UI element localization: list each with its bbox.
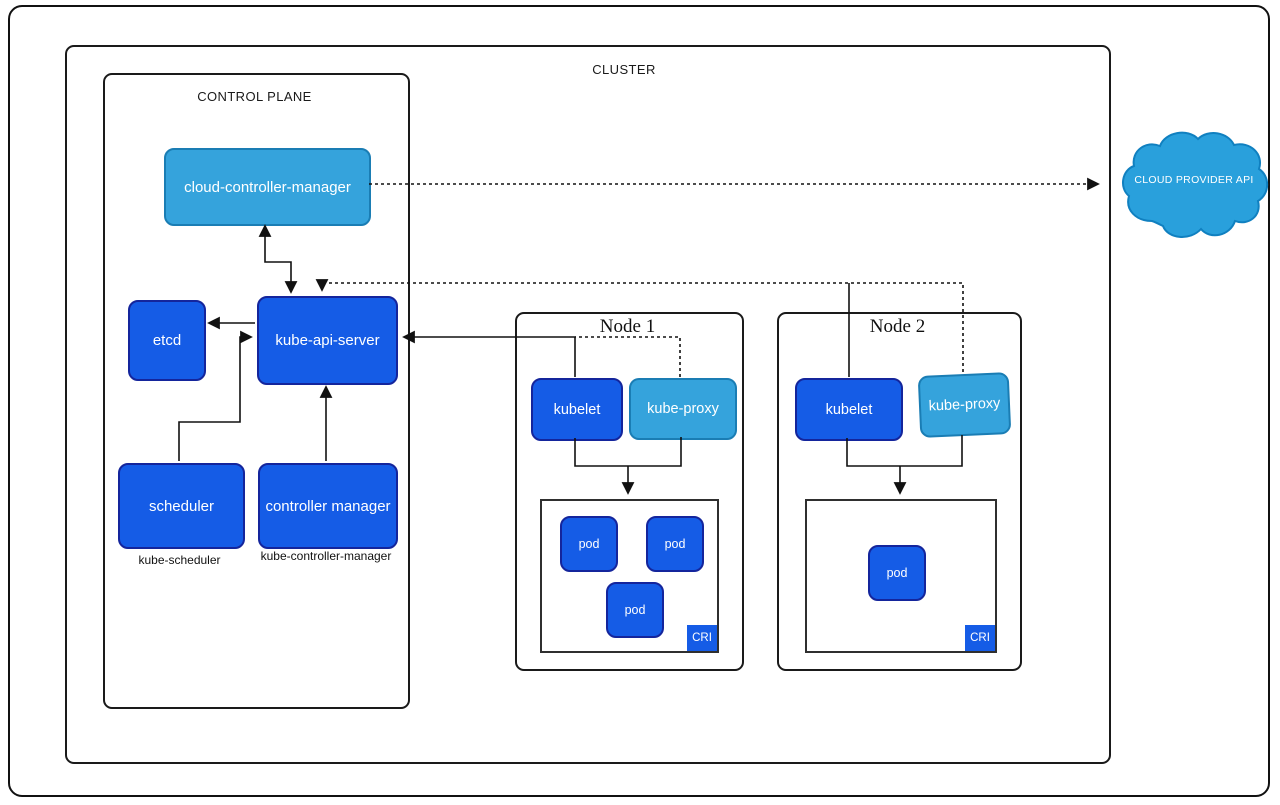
pod-box: pod bbox=[646, 516, 704, 572]
node-2-kubelet-box: kubelet bbox=[795, 378, 903, 441]
pod-label: pod bbox=[578, 537, 600, 551]
kube-proxy-label: kube-proxy bbox=[928, 395, 1001, 415]
kube-proxy-label: kube-proxy bbox=[647, 401, 719, 417]
kube-api-server-label: kube-api-server bbox=[275, 332, 380, 349]
scheduler-label: scheduler bbox=[148, 497, 215, 515]
kubelet-label: kubelet bbox=[825, 401, 873, 418]
cluster-label: CLUSTER bbox=[592, 62, 656, 77]
pod-label: pod bbox=[624, 603, 646, 617]
pod-label: pod bbox=[664, 537, 686, 551]
node-2-cri-badge: CRI bbox=[965, 625, 995, 651]
kube-scheduler-caption: kube-scheduler bbox=[138, 553, 221, 567]
control-plane-label: CONTROL PLANE bbox=[197, 89, 312, 104]
cluster-box bbox=[65, 45, 1111, 764]
controller-manager-label: controller manager bbox=[265, 497, 391, 515]
etcd-label: etcd bbox=[152, 332, 182, 349]
pod-label: pod bbox=[886, 566, 908, 580]
scheduler-box: scheduler bbox=[118, 463, 245, 549]
node-1-kubelet-box: kubelet bbox=[531, 378, 623, 441]
node-1-cri-badge: CRI bbox=[687, 625, 717, 651]
cloud-icon bbox=[1122, 131, 1269, 238]
cloud-controller-manager-box: cloud-controller-manager bbox=[164, 148, 371, 226]
etcd-box: etcd bbox=[128, 300, 206, 381]
kubelet-label: kubelet bbox=[553, 401, 601, 418]
node-1-pods-container: pod pod pod CRI bbox=[540, 499, 719, 653]
outer-frame bbox=[8, 5, 1270, 797]
cloud-provider-api-label: CLOUD PROVIDER API bbox=[1134, 174, 1254, 186]
node-2-label: Node 2 bbox=[869, 316, 926, 337]
pod-box: pod bbox=[868, 545, 926, 601]
controller-manager-box: controller manager bbox=[258, 463, 398, 549]
cloud-provider-api-shape: CLOUD PROVIDER API bbox=[1118, 126, 1270, 244]
cloud-controller-manager-label: cloud-controller-manager bbox=[184, 178, 351, 196]
node-2-pods-container: pod CRI bbox=[805, 499, 997, 653]
pod-box: pod bbox=[606, 582, 664, 638]
cri-label: CRI bbox=[692, 632, 712, 644]
node-1-label: Node 1 bbox=[599, 316, 656, 337]
cri-label: CRI bbox=[970, 632, 990, 644]
kube-api-server-box: kube-api-server bbox=[257, 296, 398, 385]
control-plane-box bbox=[103, 73, 410, 709]
node-1-kube-proxy-box: kube-proxy bbox=[629, 378, 737, 440]
node-2-kube-proxy-box: kube-proxy bbox=[917, 372, 1012, 438]
kube-controller-manager-caption: kube-controller-manager bbox=[260, 549, 392, 563]
pod-box: pod bbox=[560, 516, 618, 572]
